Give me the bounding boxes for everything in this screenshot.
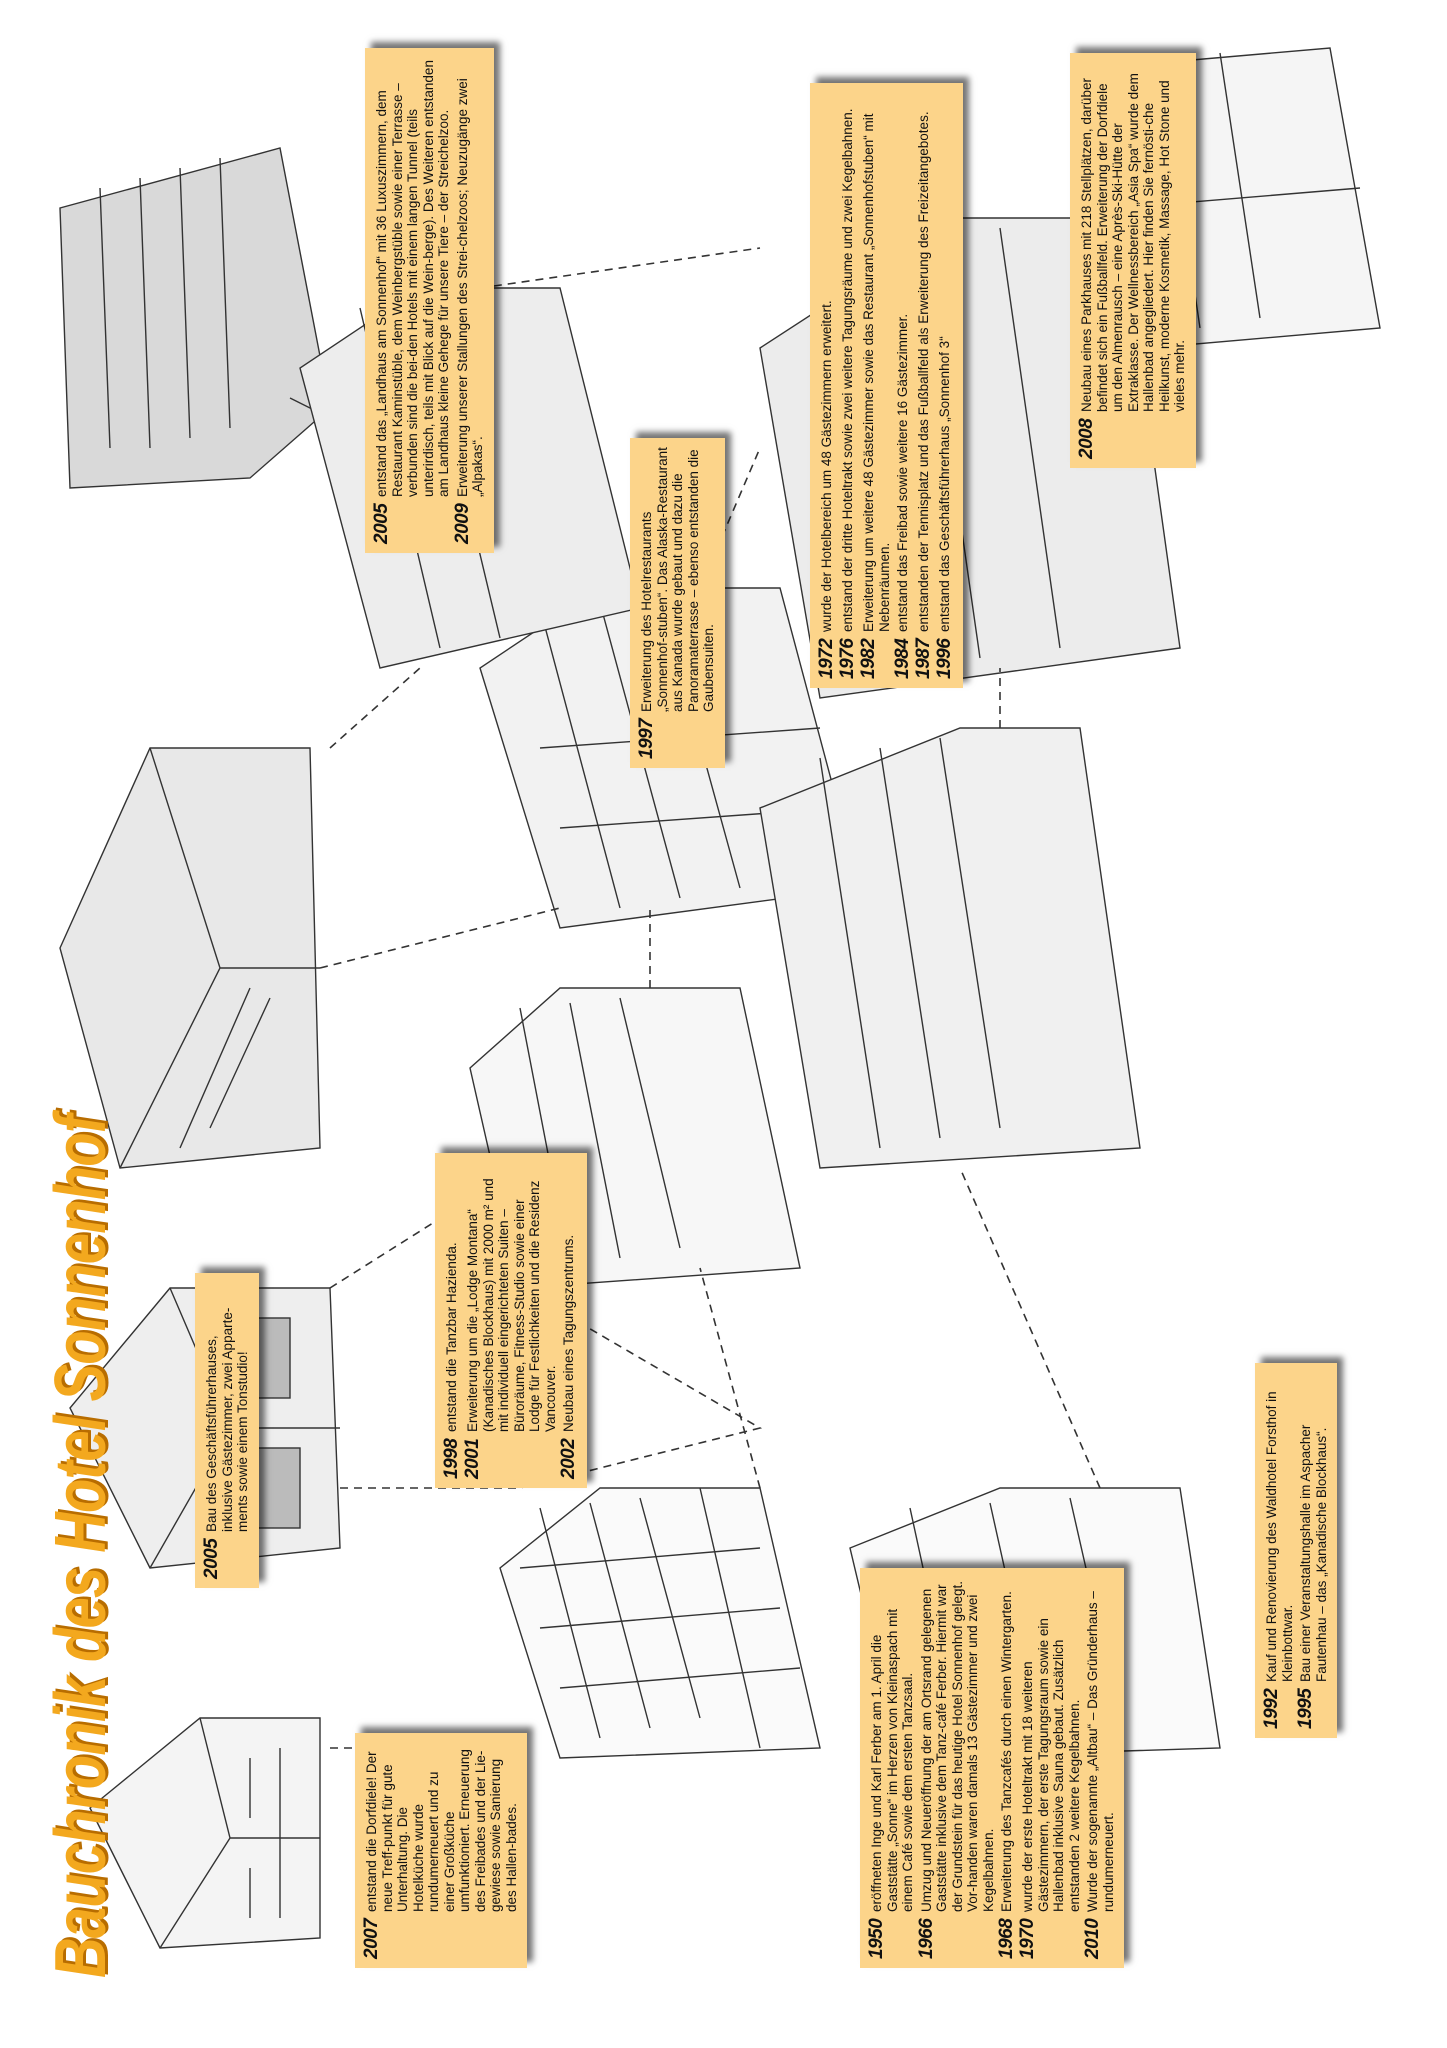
entry: 1987 entstanden der Tennisplatz und das F… bbox=[913, 92, 934, 679]
entry-text: Wurde der sogenannte „Altbau“ – Das Grün… bbox=[1085, 1591, 1116, 1912]
note-1950-2010: 1950 eröffneten Inge und Karl Ferber am 1… bbox=[860, 1568, 1124, 1968]
entry-year: 1982 bbox=[858, 638, 879, 679]
entry-text: entstanden der Tennisplatz und das Fußba… bbox=[916, 111, 931, 632]
note-2007: 2007 entstand die Dorfdiele! Der neue Tre… bbox=[355, 1733, 527, 1968]
entry-text: entstand das Freibad sowie weitere 16 Gä… bbox=[895, 313, 910, 632]
note-1972-1996: 1972 wurde der Hotelbereich um 48 Gästezi… bbox=[810, 83, 963, 688]
entry-text: Kauf und Renovierung des Waldhotel Forst… bbox=[1264, 1391, 1295, 1682]
entry-year: 2009 bbox=[451, 503, 473, 544]
entry: 2008 Neubau eines Parkhauses mit 218 Stel… bbox=[1076, 62, 1188, 459]
entry-year: 1984 bbox=[892, 638, 913, 679]
entry-year: 2007 bbox=[361, 1918, 382, 1959]
entry-year: 2008 bbox=[1076, 418, 1097, 459]
entry-text: eröffneten Inge und Karl Ferber am 1. Ap… bbox=[869, 1608, 915, 1912]
entry-text: Bau einer Veranstaltungshalle im Aspache… bbox=[1298, 1424, 1329, 1682]
entry-text: Erweiterung um weitere 48 Gästezimmer so… bbox=[861, 113, 892, 633]
note-1998-2002: 1998 entstand die Tanzbar Hazienda. 2001 E… bbox=[435, 1153, 587, 1488]
entry: 1976 entstand der dritte Hoteltrakt sowie… bbox=[837, 92, 858, 679]
entry: 2005 entstand das „Landhaus am Sonnenhof“… bbox=[371, 57, 452, 544]
entry-year: 1976 bbox=[837, 638, 858, 679]
entry-text: Erweiterung um die „Lodge Montana“ (Kana… bbox=[465, 1178, 558, 1432]
entry: 1992 Kauf und Renovierung des Waldhotel F… bbox=[1261, 1372, 1295, 1729]
entry: 1972 wurde der Hotelbereich um 48 Gästezi… bbox=[816, 92, 837, 679]
entry-year: 1996 bbox=[934, 638, 955, 679]
page-title: Bauchronik des Hotel Sonnenhof bbox=[41, 1115, 121, 1978]
note-2005-apartments: 2005 Bau des Geschäftsführerhauses, inklu… bbox=[195, 1273, 259, 1588]
entry-text: entstand die Dorfdiele! Der neue Treff-p… bbox=[364, 1749, 519, 1912]
entry-text: wurde der erste Hoteltrakt mit 18 weiter… bbox=[1020, 1618, 1082, 1912]
entry-year: 2010 bbox=[1082, 1918, 1103, 1959]
entry-year: 1997 bbox=[636, 718, 657, 759]
entry-year: 1995 bbox=[1295, 1688, 1316, 1729]
entry-text: Umzug und Neueröffnung der am Ortsrand g… bbox=[918, 1581, 996, 1912]
chalet-sketch-right bbox=[59, 747, 321, 1169]
entry-year: 2005 bbox=[371, 503, 392, 544]
note-2005-2009: 2005 entstand das „Landhaus am Sonnenhof“… bbox=[365, 48, 494, 553]
entry: 1966 Umzug und Neueröffnung der am Ortsra… bbox=[915, 1577, 997, 1959]
entry-year: 1998 bbox=[441, 1438, 462, 1479]
entry: 1998 entstand die Tanzbar Hazienda. bbox=[441, 1162, 462, 1479]
entry-text: Erweiterung des Tanzcafés durch einen Wi… bbox=[999, 1591, 1014, 1912]
entry-year: 1970 bbox=[1017, 1918, 1038, 1959]
entry-year: 1992 bbox=[1261, 1688, 1282, 1729]
entry-text: Erweiterung des Hotelrestaurants „Sonnen… bbox=[639, 447, 716, 712]
entry-year: 1972 bbox=[816, 638, 837, 679]
entry-text: Neubau eines Parkhauses mit 218 Stellplä… bbox=[1079, 73, 1187, 412]
entry-year: 1968 bbox=[996, 1918, 1017, 1959]
entry: 1970 wurde der erste Hoteltrakt mit 18 we… bbox=[1017, 1577, 1082, 1959]
entry-text: Erweiterung unserer Stallungen des Strei… bbox=[454, 78, 486, 497]
entry: 1997 Erweiterung des Hotelrestaurants „So… bbox=[636, 447, 717, 759]
entry: 2010 Wurde der sogenannte „Altbau“ – Das … bbox=[1082, 1577, 1116, 1959]
entry-year: 1950 bbox=[866, 1918, 887, 1959]
entry: 1996 entstand das Geschäftsführerhaus „So… bbox=[934, 92, 955, 679]
entry-year: 2002 bbox=[558, 1438, 579, 1479]
entry-text: entstand der dritte Hoteltrakt sowie zwe… bbox=[840, 108, 855, 632]
entry: 1950 eröffneten Inge und Karl Ferber am 1… bbox=[866, 1577, 916, 1959]
landhaus-sketch bbox=[59, 147, 441, 549]
entry: 1968 Erweiterung des Tanzcafés durch eine… bbox=[996, 1577, 1017, 1959]
entry-text: Neubau eines Tagungszentrums. bbox=[561, 1234, 576, 1432]
entry-text: entstand das „Landhaus am Sonnenhof“ mit… bbox=[374, 60, 451, 497]
entry-year: 1966 bbox=[915, 1918, 937, 1959]
entry-text: wurde der Hotelbereich um 48 Gästezimmer… bbox=[819, 300, 834, 632]
entry-year: 2001 bbox=[462, 1438, 483, 1479]
hotel-sketch-bottom-center bbox=[759, 727, 1141, 1169]
note-2008: 2008 Neubau eines Parkhauses mit 218 Stel… bbox=[1070, 53, 1196, 468]
entry: 1984 entstand das Freibad sowie weitere 1… bbox=[892, 92, 913, 679]
entry-text: entstand das Geschäftsführerhaus „Sonnen… bbox=[937, 336, 952, 632]
entry: 1995 Bau einer Veranstaltungshalle im Asp… bbox=[1295, 1372, 1329, 1729]
note-1997: 1997 Erweiterung des Hotelrestaurants „So… bbox=[630, 438, 725, 768]
entry: 2007 entstand die Dorfdiele! Der neue Tre… bbox=[361, 1742, 519, 1959]
entry-year: 2005 bbox=[201, 1538, 222, 1579]
entry: 2009 Erweiterung unserer Stallungen des S… bbox=[451, 57, 486, 544]
note-1992-1995: 1992 Kauf und Renovierung des Waldhotel F… bbox=[1255, 1363, 1337, 1738]
entry: 2005 Bau des Geschäftsführerhauses, inklu… bbox=[201, 1282, 251, 1579]
entry: 2001 Erweiterung um die „Lodge Montana“ (… bbox=[462, 1162, 558, 1479]
entry-year: 1987 bbox=[913, 638, 934, 679]
wireframe-building-left bbox=[499, 1487, 821, 1759]
entry-text: Bau des Geschäftsführerhauses, inklusive… bbox=[204, 1307, 250, 1532]
entry: 1982 Erweiterung um weitere 48 Gästezimme… bbox=[858, 92, 892, 680]
chalet-sketch-left bbox=[89, 1717, 321, 1949]
entry-text: entstand die Tanzbar Hazienda. bbox=[444, 1242, 459, 1432]
entry: 2002 Neubau eines Tagungszentrums. bbox=[558, 1162, 579, 1479]
